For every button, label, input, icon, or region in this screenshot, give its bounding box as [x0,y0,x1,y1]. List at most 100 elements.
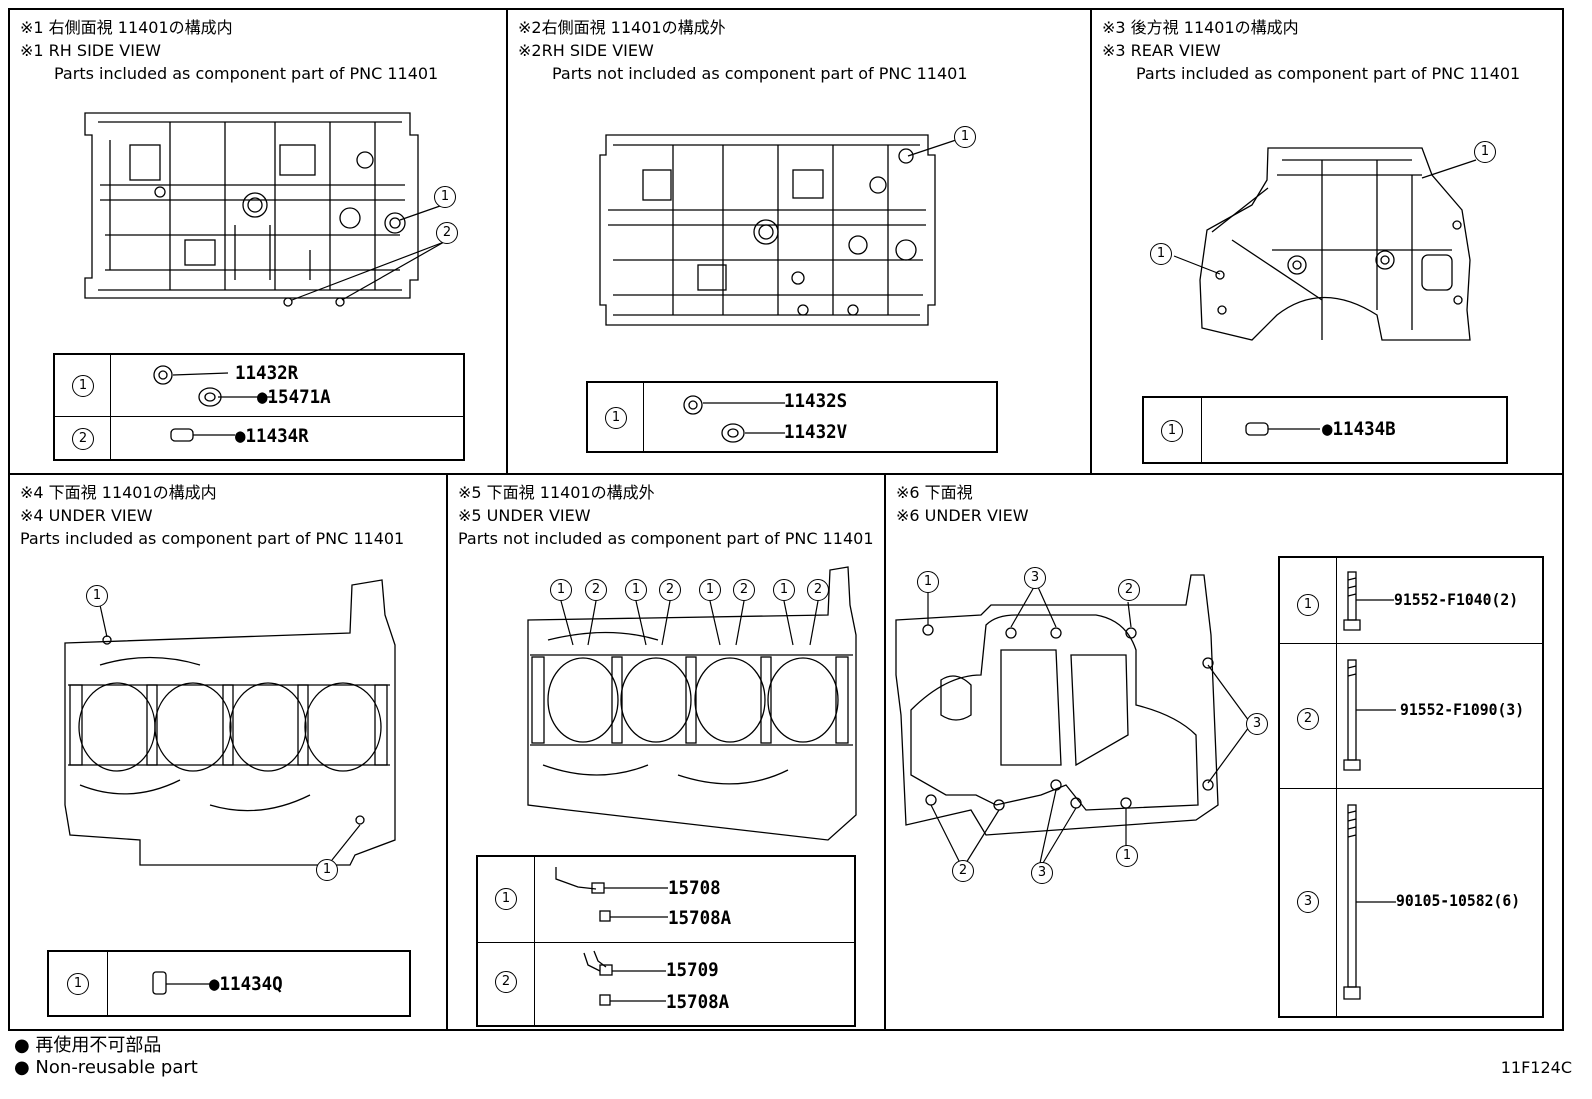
row-number: 2 [72,428,94,450]
part-number: 90105-10582(6) [1396,891,1521,910]
title-jp: ※6 下面視 [896,483,973,502]
title-jp: ※1 右側面視 11401の構成内 [20,18,233,37]
part-number: ●11434R [235,425,309,447]
callout-2: 2 [436,222,458,244]
part-number: 11432V [784,421,848,443]
row-number: 1 [1297,594,1319,616]
callout-2: 2 [807,579,829,601]
callout-1: 1 [86,585,108,607]
title-jp: ※5 下面視 11401の構成外 [458,483,655,502]
callout-2: 2 [1118,579,1140,601]
diagram-code: 11F124C [1500,1058,1572,1077]
title-en: ※2RH SIDE VIEW [518,41,654,60]
parts-table: 1 ●11434Q [47,950,411,1017]
parts-table: 1 11432R ●15471A 2 ●11434R [53,353,465,461]
description: Parts included as component part of PNC … [20,529,405,548]
parts-table: 1 11432S 11432V [586,381,998,453]
engine-block-rh-side-illustration [599,134,957,326]
parts-row-1: 1 ●11434B [1144,398,1506,464]
part-number: 15708A [666,991,730,1013]
panel-under-view-included: ※4 下面視 11401の構成内 ※4 UNDER VIEW Parts inc… [8,473,448,1031]
panel-rh-side-not-included: ※2右側面視 11401の構成外 ※2RH SIDE VIEW Parts no… [506,8,1092,475]
panel-header: ※2右側面視 11401の構成外 ※2RH SIDE VIEW Parts no… [518,16,968,85]
dowel-pin-icon [1245,422,1320,436]
plug-and-seal-icon [683,395,785,443]
legend-en: ● Non-reusable part [14,1057,198,1078]
part-number: 11432R [235,362,299,384]
title-en: ※3 REAR VIEW [1102,41,1221,60]
title-jp: ※2右側面視 11401の構成外 [518,18,726,37]
callout-3: 3 [1031,862,1053,884]
callout-1: 1 [1474,141,1496,163]
callout-2: 2 [952,860,974,882]
row-number: 1 [1161,420,1183,442]
parts-row-2: 2 ●11434R [55,416,463,462]
parts-table: 1 ●11434B [1142,396,1508,464]
panel-under-view-bolts: ※6 下面視 ※6 UNDER VIEW 1 3 2 3 2 3 1 [884,473,1564,1031]
description: Parts included as component part of PNC … [54,64,439,83]
description: Parts not included as component part of … [458,529,874,548]
callout-1: 1 [1116,845,1138,867]
parts-row-2: 2 91552-F1090(3) [1280,643,1542,789]
engine-block-under-illustration [527,566,857,841]
row-number: 2 [1297,708,1319,730]
panel-header: ※5 下面視 11401の構成外 ※5 UNDER VIEW Parts not… [458,481,874,550]
callout-3: 3 [1246,713,1268,735]
parts-row-1: 1 15708 15708A [478,857,854,942]
part-number: ●11434B [1322,418,1396,440]
part-number: ●15471A [257,386,331,408]
parts-row-1: 1 11432R ●15471A [55,355,463,416]
panel-under-view-not-included: ※5 下面視 11401の構成外 ※5 UNDER VIEW Parts not… [446,473,886,1031]
lower-crankcase-illustration [895,574,1250,864]
bolt-icon [1343,571,1394,631]
row-number: 1 [67,973,89,995]
callout-1: 1 [1150,243,1172,265]
engine-block-under-illustration [64,579,396,866]
callout-1: 1 [550,579,572,601]
row-number: 1 [72,375,94,397]
callout-1: 1 [434,186,456,208]
title-jp: ※3 後方視 11401の構成内 [1102,18,1299,37]
panel-header: ※6 下面視 ※6 UNDER VIEW [896,481,1029,527]
oil-jet-icon [555,867,668,922]
parts-row-1: 1 11432S 11432V [588,383,996,453]
parts-row-1: 1 91552-F1040(2) [1280,558,1542,643]
part-number: 15709 [666,959,719,981]
description: Parts included as component part of PNC … [1136,64,1521,83]
engine-block-rear-illustration [1173,147,1477,341]
part-number: ●11434Q [209,973,283,995]
bolt-icon [1343,804,1396,1000]
part-number: 15708A [668,907,732,929]
parts-table: 1 91552-F1040(2) 2 91552-F1090(3) 3 9010… [1278,556,1544,1018]
parts-row-1: 1 ●11434Q [49,952,409,1017]
callout-1: 1 [625,579,647,601]
parts-table: 1 15708 15708A 2 15709 15708A [476,855,856,1027]
parts-row-2: 2 15709 15708A [478,942,854,1028]
title-en: ※4 UNDER VIEW [20,506,153,525]
callout-1: 1 [699,579,721,601]
part-number: 15708 [668,877,721,899]
panel-header: ※3 後方視 11401の構成内 ※3 REAR VIEW Parts incl… [1102,16,1520,85]
row-number: 2 [495,971,517,993]
row-number: 3 [1297,891,1319,913]
title-en: ※5 UNDER VIEW [458,506,591,525]
panel-header: ※4 下面視 11401の構成内 ※4 UNDER VIEW Parts inc… [20,481,404,550]
title-en: ※1 RH SIDE VIEW [20,41,161,60]
row-number: 1 [495,888,517,910]
oil-jet-icon [583,950,666,1006]
callout-2: 2 [733,579,755,601]
dowel-pin-icon [152,971,213,995]
callout-1: 1 [773,579,795,601]
callout-2: 2 [585,579,607,601]
dowel-pin-icon [170,428,235,442]
part-number: 91552-F1040(2) [1394,590,1519,609]
bolt-icon [1343,659,1396,771]
title-en: ※6 UNDER VIEW [896,506,1029,525]
callout-1: 1 [954,126,976,148]
title-jp: ※4 下面視 11401の構成内 [20,483,217,502]
callout-2: 2 [659,579,681,601]
engine-block-rh-side-illustration [84,112,445,307]
plug-icon [153,365,222,407]
part-number: 11432S [784,390,848,412]
panel-header: ※1 右側面視 11401の構成内 ※1 RH SIDE VIEW Parts … [20,16,438,85]
